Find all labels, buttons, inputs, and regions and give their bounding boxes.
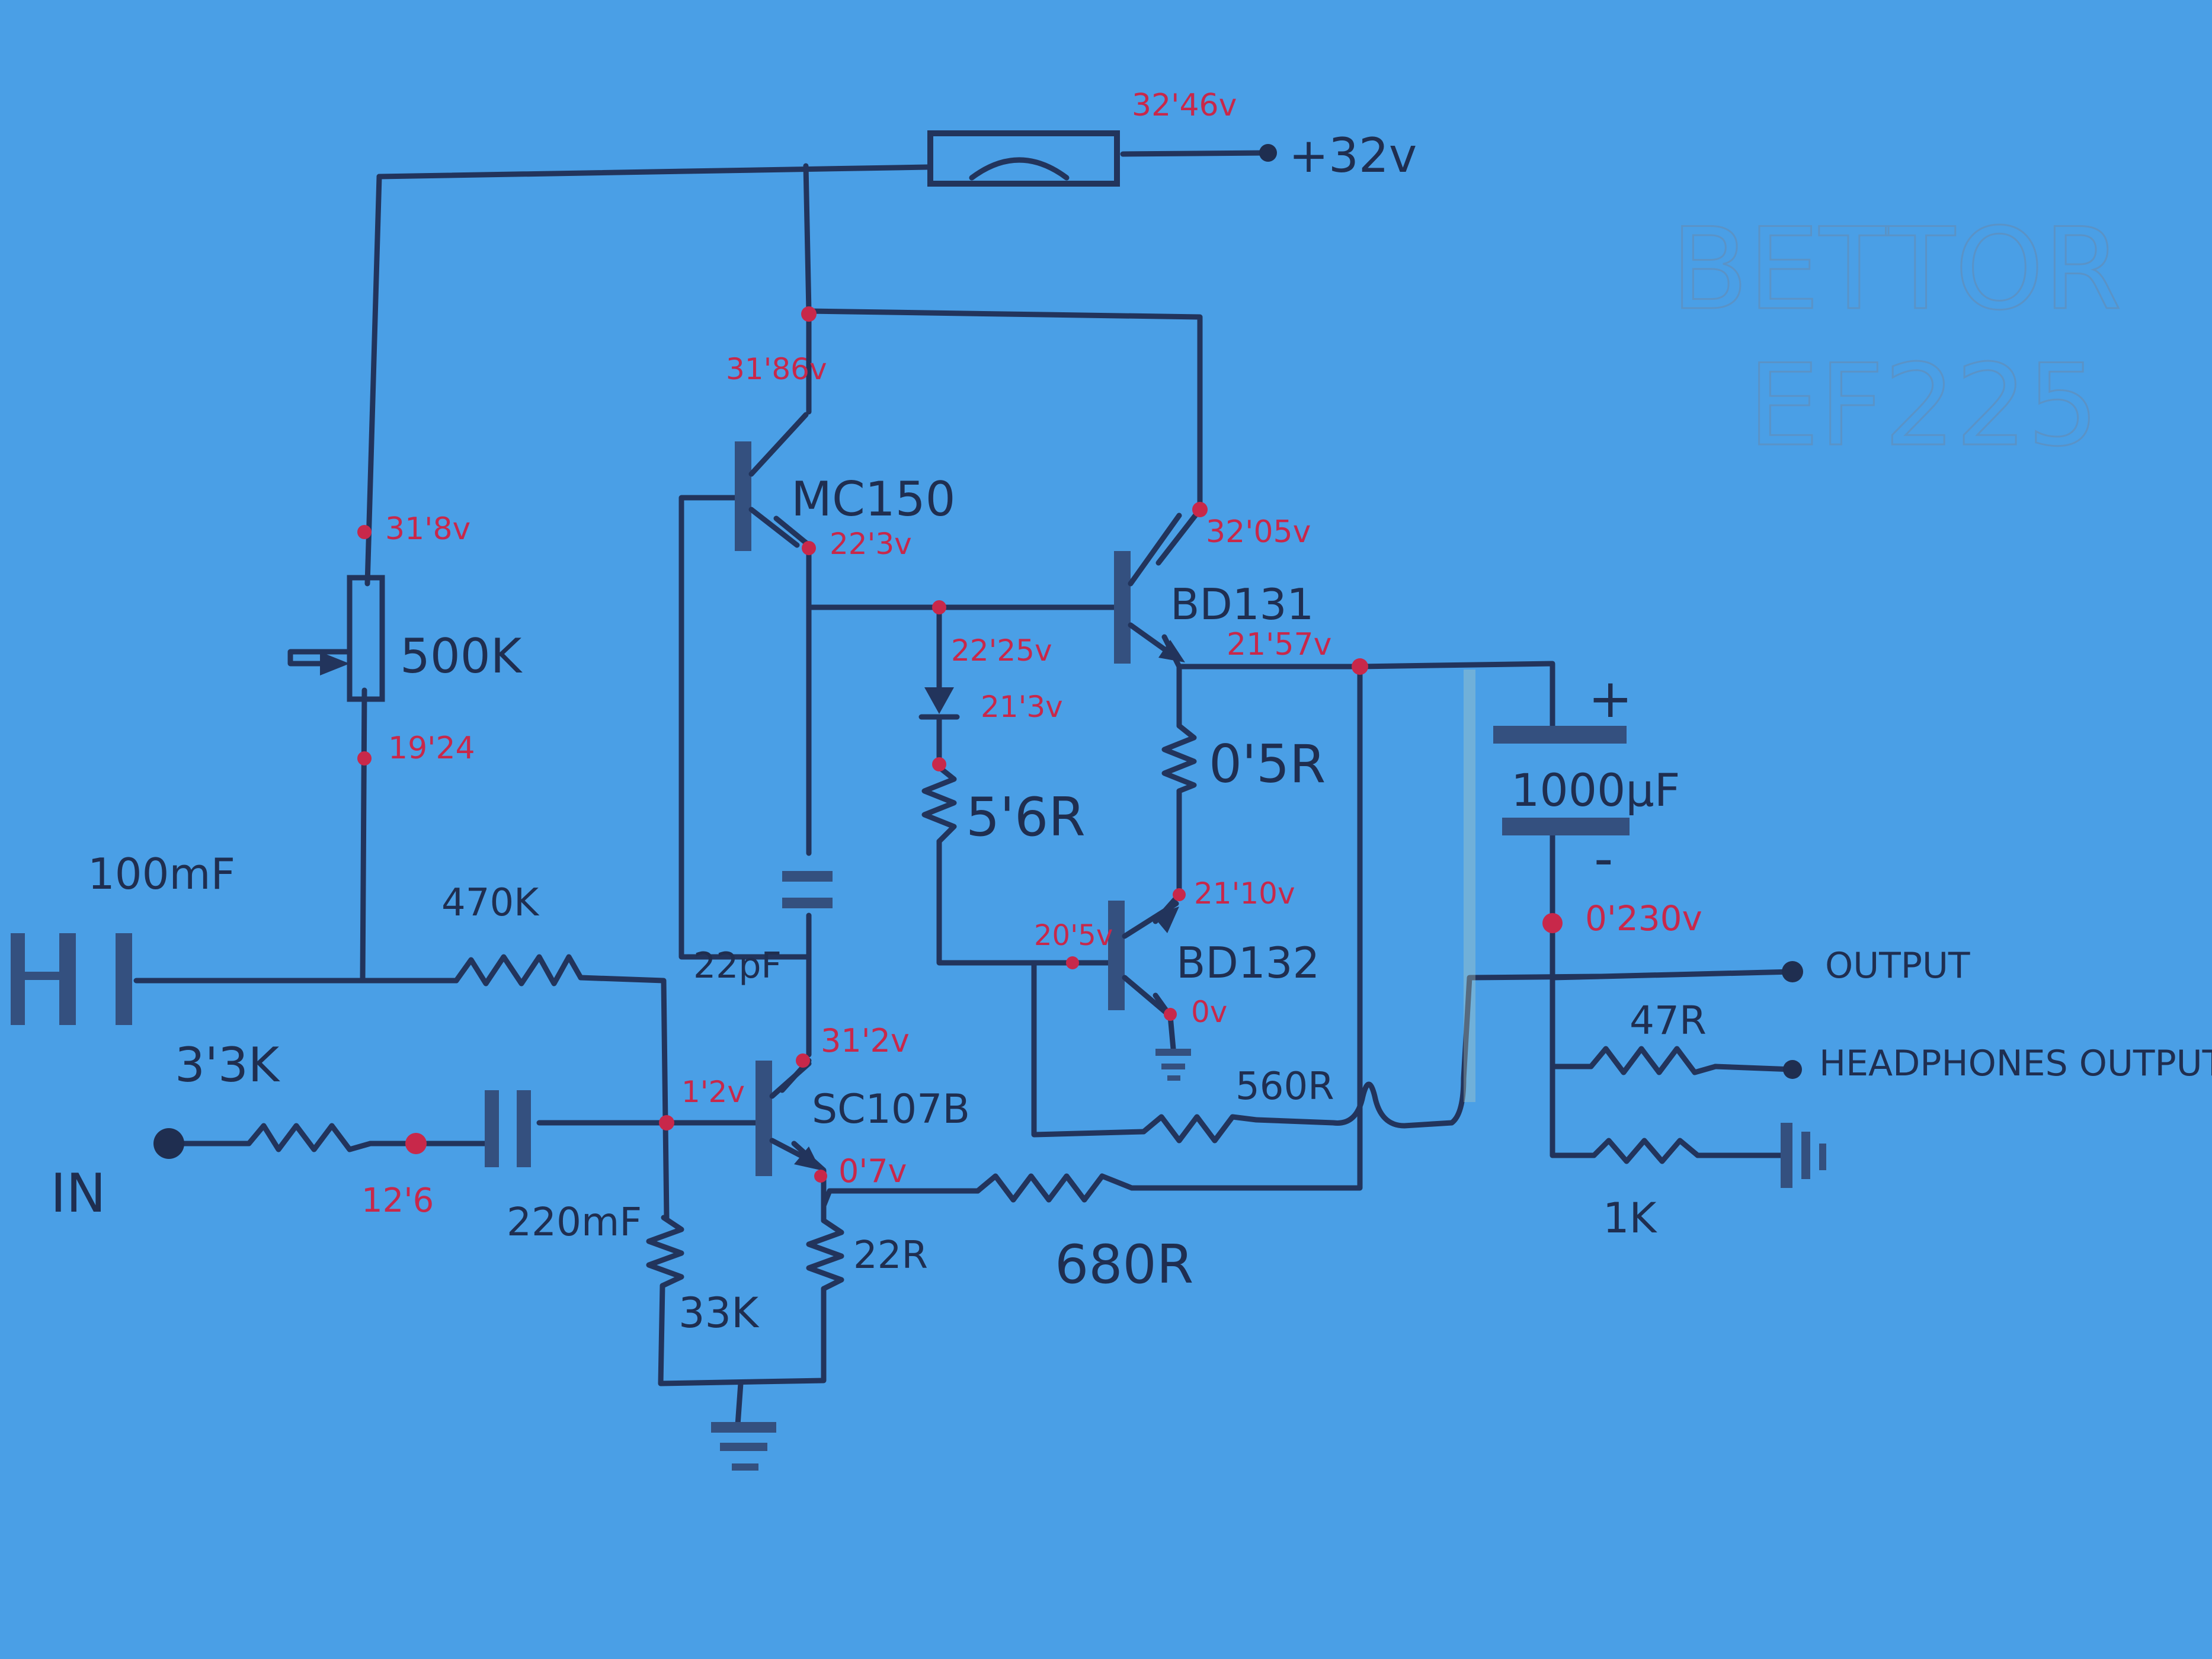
r-base-label: 33K <box>678 1289 760 1337</box>
q2-label: BD131 <box>1170 579 1314 629</box>
capacitor-100mf <box>11 933 132 1025</box>
v-q4-emitter: 0'7v <box>838 1152 907 1190</box>
v-q2-emitter: 21'57v <box>1227 627 1331 662</box>
measurement-points <box>357 306 1563 1183</box>
c-out-label: 1000µF <box>1511 764 1680 816</box>
ground-right <box>1781 1123 1826 1188</box>
v-q3-collector: 0v <box>1191 995 1227 1029</box>
resistor-33k <box>646 1215 684 1289</box>
supply-label: +32v <box>1289 128 1417 183</box>
output-terminal <box>1782 961 1803 982</box>
r-hp-label: 47R <box>1630 998 1707 1043</box>
capacitor-22pf <box>782 871 833 908</box>
c-in1-label: 100mF <box>88 849 235 899</box>
v-q4-base: 1'2v <box>681 1075 745 1109</box>
pot-wiper-arrow <box>320 652 350 675</box>
q3-label: BD132 <box>1176 938 1320 988</box>
transistor-q3 <box>1108 901 1179 1019</box>
c-in2-label: 220mF <box>507 1199 642 1245</box>
resistor-560r <box>1141 1114 1259 1144</box>
transistor-q2 <box>1114 513 1185 664</box>
v-q1-emitter: 22'3v <box>830 527 912 561</box>
r-bias-label: 470K <box>441 881 540 925</box>
resistor-22r <box>806 1218 844 1292</box>
output-label: OUTPUT <box>1825 945 1970 987</box>
r-diode-label: 5'6R <box>966 786 1086 848</box>
resistor-5-6r <box>921 764 957 844</box>
q1-label: MC150 <box>791 472 956 527</box>
r-560-label: 560R <box>1235 1065 1334 1109</box>
supply-terminal <box>1259 144 1277 162</box>
q4-label: SC107B <box>812 1086 970 1133</box>
capacitor-220mf <box>485 1090 531 1167</box>
resistor-3-3k <box>246 1123 373 1152</box>
v-diode-anode: 22'25v <box>951 633 1052 668</box>
v-diode-cathode: 21'3v <box>981 690 1063 724</box>
capacitor-1000uf <box>1464 670 1630 1102</box>
c-out-minus: - <box>1594 828 1613 890</box>
pot-500k <box>347 575 385 702</box>
r-emit-label: 22R <box>853 1234 928 1277</box>
v-pot-top: 31'8v <box>385 511 470 547</box>
watermark: BETTOR EF225 <box>1670 203 2123 472</box>
ground-q3 <box>1155 1049 1191 1081</box>
v-q2-collector: 32'05v <box>1206 514 1311 550</box>
resistor-470k <box>453 954 584 987</box>
input-terminal <box>153 1128 184 1159</box>
c-comp-label: 22pF <box>693 945 782 987</box>
watermark-line2: EF225 <box>1748 340 2099 471</box>
v-out-neg: 0'230v <box>1585 898 1702 939</box>
input-label: IN <box>50 1162 106 1225</box>
watermark-line1: BETTOR <box>1671 204 2122 335</box>
supply-voltage: 32'46v <box>1132 88 1237 123</box>
headphones-terminal <box>1783 1060 1802 1079</box>
r-1k-label: 1K <box>1603 1194 1658 1242</box>
r-fb-label: 680R <box>1055 1234 1193 1296</box>
resistor-0-5r <box>1161 723 1197 794</box>
transistor-q4 <box>756 1061 821 1176</box>
v-q3-emitter: 21'10v <box>1194 876 1295 911</box>
wires <box>133 150 1795 1428</box>
v-input-node: 12'6 <box>361 1181 434 1220</box>
resistor-1k <box>1591 1138 1701 1164</box>
pot-label: 500K <box>400 629 523 684</box>
resistor-47r <box>1588 1046 1718 1075</box>
resistor-680r <box>975 1173 1135 1203</box>
ground-main <box>711 1422 776 1471</box>
v-q3-base: 20'5v <box>1034 919 1113 952</box>
v-pot-bottom: 19'24 <box>388 731 475 766</box>
headphones-label: HEADPHONES OUTPUT <box>1819 1043 2212 1084</box>
r-in-label: 3'3K <box>175 1037 281 1093</box>
transistor-q1 <box>735 412 809 551</box>
c-out-plus: + <box>1588 668 1632 730</box>
v-q4-collector: 31'2v <box>821 1022 910 1059</box>
ptc-fuse <box>927 130 1120 187</box>
diode <box>918 687 960 720</box>
r-out-label: 0'5R <box>1209 734 1326 795</box>
v-q1-collector: 31'86v <box>726 352 827 386</box>
